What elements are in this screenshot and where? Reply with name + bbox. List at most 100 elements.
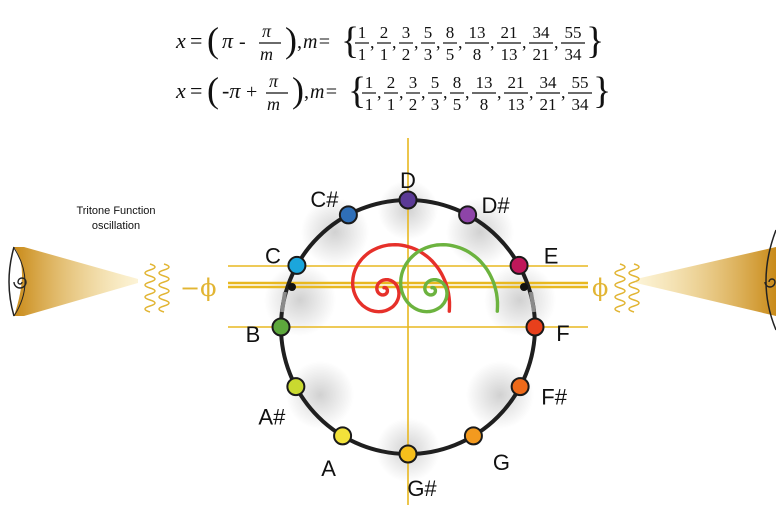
set-fraction-num: 13 — [476, 73, 493, 92]
set-fraction-num: 3 — [409, 73, 418, 92]
note-dot-g-sharp — [400, 446, 417, 463]
note-dot-g — [465, 427, 482, 444]
set-fraction-num: 34 — [540, 73, 558, 92]
intersection-dot-right — [520, 283, 528, 291]
set-fraction-num: 3 — [402, 23, 411, 42]
phi-right-label: ϕ — [592, 274, 608, 302]
right-wave-icon — [615, 264, 625, 312]
set-comma: , — [436, 32, 441, 52]
set-fraction-den: 2 — [402, 45, 411, 64]
set-fraction-num: 5 — [431, 73, 440, 92]
left-horn-icon — [9, 247, 138, 316]
note-dot-e — [511, 257, 528, 274]
set-fraction-den: 34 — [565, 45, 583, 64]
set-fraction-num: 2 — [380, 23, 389, 42]
set-fraction-den: 13 — [508, 95, 525, 114]
set-comma: , — [377, 82, 382, 102]
set-fraction-den: 1 — [380, 45, 389, 64]
set-comma: , — [414, 32, 419, 52]
note-label-e: E — [544, 243, 559, 268]
note-label-c: C — [265, 243, 281, 268]
right-horn-icon — [636, 230, 776, 330]
set-fraction-den: 5 — [446, 45, 455, 64]
set-fraction-num: 13 — [469, 23, 486, 42]
eq-equals: = — [190, 28, 202, 53]
note-dot-a-sharp — [287, 378, 304, 395]
set-fraction-den: 2 — [409, 95, 418, 114]
eq-operator: + — [246, 81, 257, 103]
set-fraction-den: 3 — [424, 45, 433, 64]
right-wave-icon-2 — [629, 264, 639, 312]
note-label-g-sharp: G# — [407, 476, 437, 501]
note-label-a-sharp: A# — [258, 405, 286, 430]
set-fraction-num: 2 — [387, 73, 396, 92]
set-comma: , — [490, 32, 495, 52]
set-comma: , — [399, 82, 404, 102]
set-fraction-den: 1 — [365, 95, 374, 114]
set-fraction-num: 5 — [424, 23, 433, 42]
set-fraction-num: 8 — [446, 23, 455, 42]
set-fraction-num: 1 — [365, 73, 374, 92]
equations: x=(π-πm),m={11,21,32,53,85,138,2113,3421… — [175, 20, 611, 114]
left-wave-icon-2 — [159, 264, 169, 312]
set-fraction-den: 34 — [572, 95, 590, 114]
note-circle: DD#EFF#GG#AA#BCC# — [228, 138, 588, 505]
eq-lhs: x — [175, 28, 186, 53]
note-label-f: F — [556, 321, 569, 346]
set-fraction-num: 8 — [453, 73, 462, 92]
note-dot-f — [527, 319, 544, 336]
eq-operator: - — [239, 31, 246, 53]
eq-close-brace: } — [586, 20, 604, 62]
eq-comma: , — [304, 81, 309, 103]
equation-2: x=(-π+πm),m={11,21,32,53,85,138,2113,342… — [175, 70, 611, 114]
set-comma: , — [529, 82, 534, 102]
set-comma: , — [392, 32, 397, 52]
eq-lhs: x — [175, 78, 186, 103]
set-comma: , — [421, 82, 426, 102]
set-fraction-den: 8 — [480, 95, 489, 114]
eq-fraction-den: m — [267, 94, 280, 114]
set-comma: , — [443, 82, 448, 102]
eq-set-var: m= — [303, 31, 331, 53]
note-label-c-sharp: C# — [310, 187, 339, 212]
eq-open-paren: ( — [207, 70, 219, 110]
eq-term: π — [222, 28, 234, 53]
set-fraction-num: 21 — [501, 23, 518, 42]
note-dot-f-sharp — [512, 378, 529, 395]
eq-close-paren: ) — [292, 70, 304, 110]
set-comma: , — [465, 82, 470, 102]
set-fraction-den: 3 — [431, 95, 440, 114]
intersection-dot-left — [288, 283, 296, 291]
set-fraction-num: 21 — [508, 73, 525, 92]
note-label-d: D — [400, 168, 416, 193]
eq-term: -π — [222, 78, 241, 103]
left-wave-icon — [145, 264, 155, 312]
set-comma: , — [458, 32, 463, 52]
set-fraction-den: 21 — [533, 45, 550, 64]
set-fraction-num: 34 — [533, 23, 551, 42]
note-label-g: G — [493, 450, 510, 475]
set-comma: , — [497, 82, 502, 102]
eq-set-var: m= — [310, 81, 338, 103]
note-dot-a — [334, 427, 351, 444]
caption-line-1: Tritone Function — [76, 205, 155, 217]
set-fraction-den: 5 — [453, 95, 462, 114]
note-dot-c-sharp — [340, 206, 357, 223]
note-dot-d — [400, 192, 417, 209]
equation-1: x=(π-πm),m={11,21,32,53,85,138,2113,3421… — [175, 20, 604, 64]
eq-fraction-num: π — [262, 21, 272, 41]
eq-open-paren: ( — [207, 20, 219, 60]
eq-open-brace: { — [341, 20, 359, 62]
eq-close-paren: ) — [285, 20, 297, 60]
caption-line-2: oscillation — [92, 220, 140, 232]
eq-close-brace: } — [593, 70, 611, 112]
note-label-f-sharp: F# — [541, 385, 567, 410]
set-fraction-den: 1 — [358, 45, 367, 64]
note-label-b: B — [246, 322, 261, 347]
note-label-d-sharp: D# — [482, 193, 511, 218]
eq-fraction-den: m — [260, 44, 273, 64]
eq-equals: = — [190, 78, 202, 103]
note-dot-d-sharp — [459, 206, 476, 223]
eq-comma: , — [297, 31, 302, 53]
